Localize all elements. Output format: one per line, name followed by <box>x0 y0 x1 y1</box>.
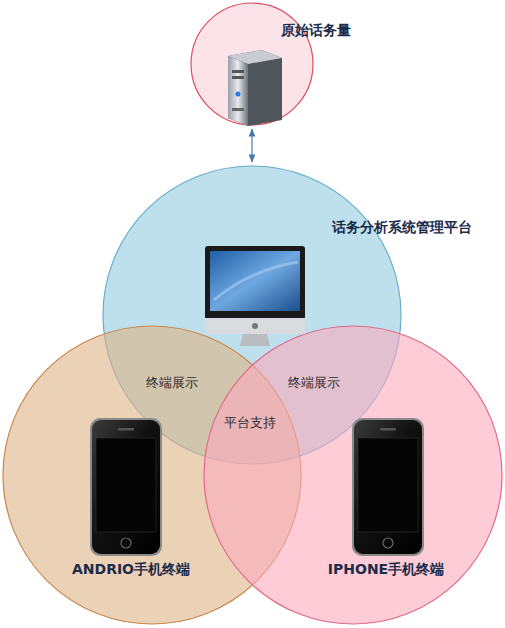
connector-arrow <box>251 129 252 162</box>
node-title: IPHONE手机终端 <box>328 561 444 579</box>
node-title: 原始话务量 <box>281 22 351 40</box>
phone-icon <box>90 418 162 556</box>
server-icon <box>228 50 282 126</box>
region-label: 终端展示 <box>146 374 198 392</box>
phone-icon <box>352 418 424 556</box>
node-title: 话务分析系统管理平台 <box>332 219 472 237</box>
node-title: ANDRIO手机终端 <box>72 561 190 579</box>
monitor-icon <box>205 246 305 346</box>
region-label: 平台支持 <box>224 414 276 432</box>
region-label: 终端展示 <box>288 374 340 392</box>
